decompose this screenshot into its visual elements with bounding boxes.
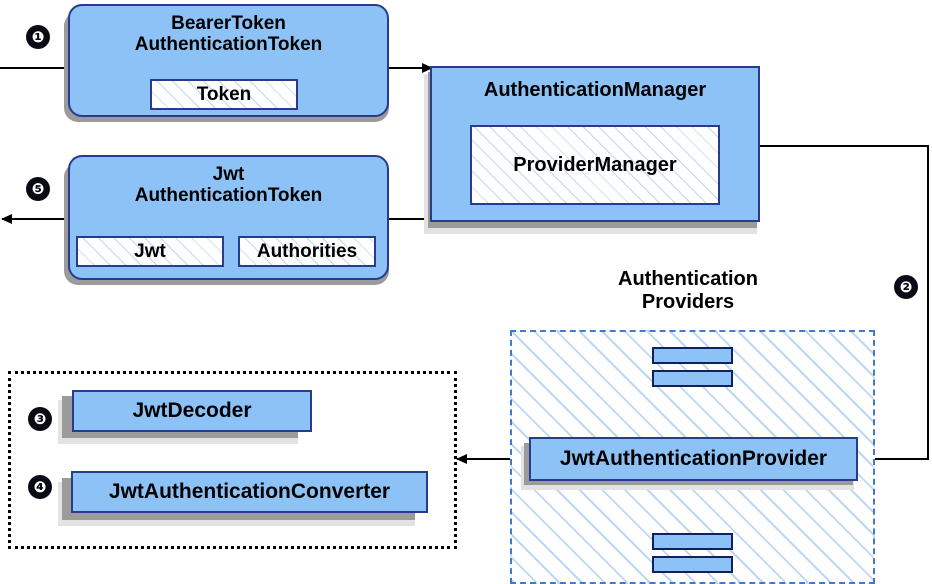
provider-bar-top-1: [652, 347, 733, 364]
jwt-token-title: Jwt AuthenticationToken: [135, 164, 323, 207]
inner-box-jwt-label: Jwt: [134, 240, 166, 262]
provider-bar-top-2: [652, 370, 733, 387]
bearer-token-title-line2: AuthenticationToken: [134, 34, 323, 56]
inner-box-authorities-label: Authorities: [256, 240, 358, 262]
badge-step-4: ❹: [28, 475, 52, 499]
jwt-token-title-line2: AuthenticationToken: [134, 185, 323, 207]
inner-box-token[interactable]: Token: [150, 79, 298, 110]
jwt-authentication-provider-label: JwtAuthenticationProvider: [559, 447, 828, 471]
authentication-manager-title: AuthenticationManager: [483, 79, 707, 101]
badge-step-5: ❺: [26, 177, 50, 201]
inner-box-token-label: Token: [196, 83, 252, 105]
node-jwt-authentication-converter[interactable]: JwtAuthenticationConverter: [71, 471, 428, 513]
authentication-providers-caption: Authentication Providers: [558, 268, 818, 314]
jwt-decoder-label: JwtDecoder: [132, 399, 252, 423]
provider-bar-bottom-2: [652, 556, 733, 573]
caption-line1: Authentication: [618, 268, 758, 290]
caption-line2: Providers: [641, 291, 735, 313]
jwt-support-group: [8, 371, 457, 549]
provider-bar-bottom-1: [652, 533, 733, 550]
inner-box-provider-manager[interactable]: ProviderManager: [470, 125, 720, 205]
inner-box-jwt[interactable]: Jwt: [76, 236, 224, 267]
jwt-token-title-line1: Jwt: [212, 164, 245, 185]
node-jwt-authentication-provider[interactable]: JwtAuthenticationProvider: [529, 437, 858, 481]
inner-box-authorities[interactable]: Authorities: [238, 236, 376, 267]
arrow-manager-to-provider: [760, 145, 929, 464]
badge-step-3: ❸: [28, 407, 52, 431]
badge-step-1: ❶: [26, 25, 50, 49]
badge-step-2: ❷: [894, 275, 918, 299]
bearer-token-title-line1: BearerToken: [171, 13, 286, 34]
bearer-token-title: BearerToken AuthenticationToken: [135, 13, 323, 56]
node-jwt-decoder[interactable]: JwtDecoder: [72, 390, 312, 432]
jwt-authentication-converter-label: JwtAuthenticationConverter: [108, 480, 391, 504]
inner-box-provider-manager-label: ProviderManager: [513, 153, 677, 176]
